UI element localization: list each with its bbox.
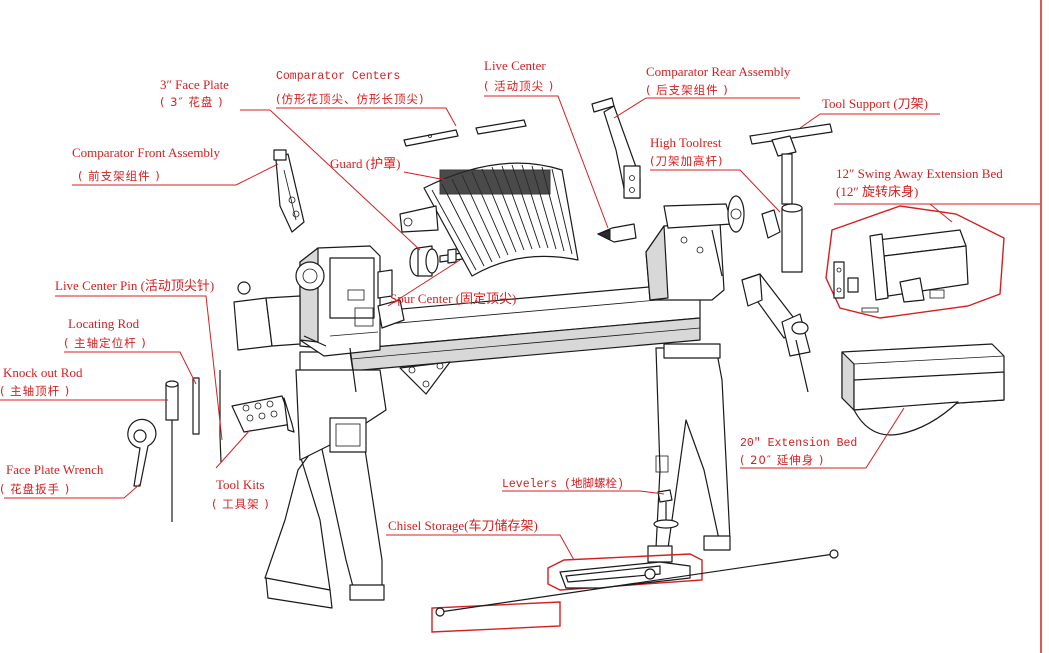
twenty-inch-extension-part <box>841 343 1005 436</box>
label-high-toolrest: High Toolrest <box>650 135 722 150</box>
label-locating-rod-cn: ( 主轴定位杆 ) <box>64 336 147 350</box>
label-face-plate-wrench: Face Plate Wrench <box>6 462 104 477</box>
label-tool-kits-cn: ( 工具架 ) <box>212 497 270 511</box>
comparator-centers-part <box>403 119 527 147</box>
label-guard: Guard (护罩) <box>330 156 400 171</box>
label-extension-bed-cn: ( 20″ 延伸身 ) <box>740 453 824 467</box>
tool-kits-part <box>231 395 295 433</box>
label-spur-center: Spur Center (固定顶尖) <box>390 291 516 306</box>
label-comparator-rear: Comparator Rear Assembly <box>646 64 791 79</box>
label-knock-out-rod: Knock out Rod <box>3 365 83 380</box>
callout-labels: 3″ Face Plate ( 3″ 花盘 ) Comparator Cente… <box>0 58 1003 533</box>
face-plate-part <box>409 245 439 277</box>
label-high-toolrest-cn: (刀架加高杆) <box>650 154 723 168</box>
knock-out-rod-part <box>165 380 179 522</box>
label-levelers: Levelers (地脚螺栓) <box>502 476 624 491</box>
label-face-plate-cn: ( 3″ 花盘 ) <box>160 95 224 109</box>
face-plate-wrench-part <box>127 418 157 487</box>
label-comparator-rear-cn: ( 后支架组件 ) <box>646 83 729 97</box>
locating-rod-part <box>192 377 200 435</box>
label-extension-bed: 20″ Extension Bed <box>740 437 857 450</box>
label-knock-out-rod-cn: ( 主轴顶杆 ) <box>0 384 70 398</box>
guard-part <box>399 162 579 277</box>
label-comparator-centers: Comparator Centers <box>276 70 400 83</box>
tool-support-part <box>749 123 833 205</box>
label-comparator-centers-cn: (仿形花顶尖、仿形长顶尖) <box>276 92 424 106</box>
label-chisel-storage: Chisel Storage(车刀储存架) <box>388 518 538 533</box>
label-swing-away-bed-cn: (12″ 旋转床身) <box>836 184 918 199</box>
live-center-pin-part <box>219 370 222 463</box>
label-comparator-front: Comparator Front Assembly <box>72 145 221 160</box>
label-tool-kits: Tool Kits <box>216 477 265 492</box>
label-comparator-front-cn: ( 前支架组件 ) <box>78 169 161 183</box>
chisel-storage-part <box>431 549 839 633</box>
comparator-rear-assembly <box>591 97 641 199</box>
lathe-body <box>233 195 745 609</box>
leader-lines <box>0 95 1040 561</box>
tool-rest-arm-part <box>741 273 811 393</box>
label-tool-support: Tool Support (刀架) <box>822 96 928 111</box>
comparator-front-assembly <box>273 149 305 233</box>
label-swing-away-bed: 12″ Swing Away Extension Bed <box>836 166 1003 181</box>
label-live-center-cn: ( 活动顶尖 ) <box>484 79 554 93</box>
live-center-part <box>596 223 637 243</box>
label-face-plate-wrench-cn: ( 花盘扳手 ) <box>0 482 70 496</box>
label-locating-rod: Locating Rod <box>68 316 140 331</box>
label-live-center-pin: Live Center Pin (活动顶尖针) <box>55 278 214 293</box>
label-face-plate: 3″ Face Plate <box>160 77 229 92</box>
leveler-part <box>653 489 679 529</box>
label-live-center: Live Center <box>484 58 546 73</box>
swing-away-extension-part <box>825 205 1005 319</box>
high-toolrest-part <box>761 203 803 273</box>
